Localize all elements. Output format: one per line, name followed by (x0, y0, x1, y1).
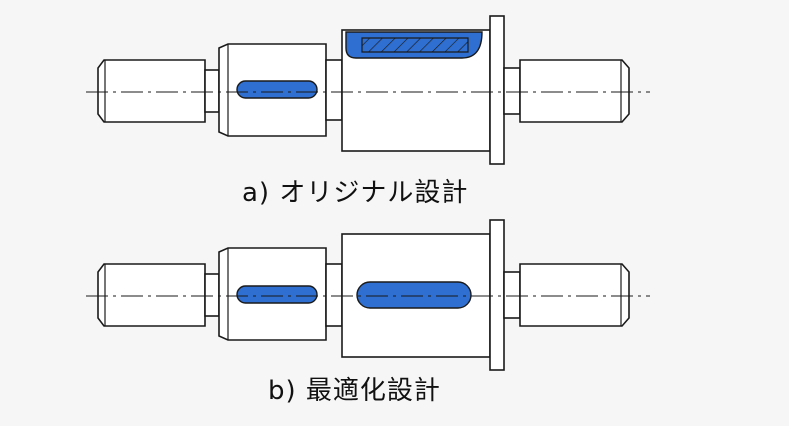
flange-b (489, 219, 505, 371)
right-journal-b (519, 263, 630, 327)
caption-original-design: a) オリジナル設計 (242, 178, 469, 208)
shaft-original (86, 15, 650, 165)
shaft-optimized (86, 219, 650, 371)
key-slot-large-b (356, 281, 472, 309)
middle-neck-b (325, 263, 343, 327)
right-journal-a (519, 59, 630, 123)
key-slot-small-a (236, 80, 318, 99)
right-neck-b (503, 271, 521, 319)
keyway-hatch-a (361, 37, 469, 53)
left-neck-a (204, 69, 220, 113)
flange-a (489, 15, 505, 165)
left-journal-b (97, 263, 206, 327)
caption-optimized-design: b) 最適化設計 (268, 376, 441, 406)
right-neck-a (503, 67, 521, 115)
left-neck-b (204, 273, 220, 317)
middle-neck-a (325, 59, 343, 121)
key-slot-small-b (236, 285, 318, 304)
left-journal-a (97, 59, 206, 123)
